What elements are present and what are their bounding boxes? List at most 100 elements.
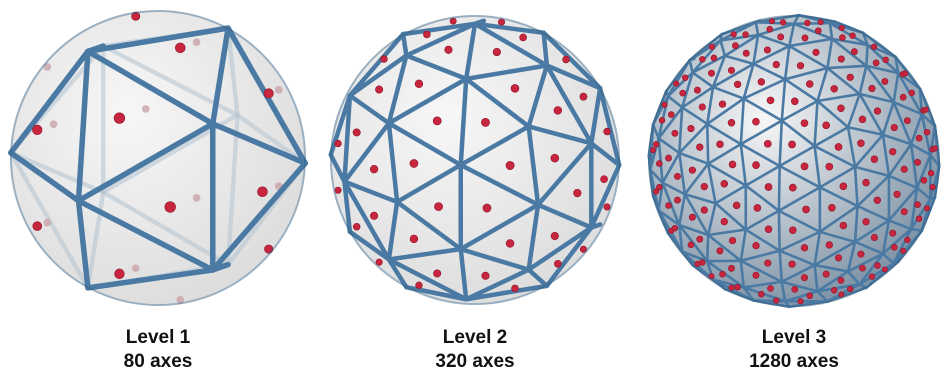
- axis-node: [915, 202, 921, 208]
- axis-node: [682, 75, 688, 81]
- axis-node: [767, 285, 773, 291]
- axis-node: [916, 135, 922, 141]
- axis-node: [353, 129, 360, 136]
- axis-node: [511, 84, 519, 92]
- axis-node: [701, 183, 708, 190]
- axis-node: [423, 31, 430, 38]
- axis-node: [604, 128, 611, 135]
- axis-node: [673, 81, 679, 87]
- level-label: Level 2: [320, 326, 630, 350]
- axis-node: [563, 56, 570, 63]
- axis-node: [930, 184, 936, 190]
- axis-node: [904, 237, 910, 243]
- axis-node: [653, 142, 659, 148]
- geodesic-sphere-level-1: [3, 0, 313, 320]
- axis-node: [835, 143, 842, 150]
- axis-node: [871, 44, 877, 50]
- axis-node: [375, 86, 382, 93]
- axis-node: [650, 147, 655, 152]
- axis-node: [874, 108, 881, 115]
- axis-node: [847, 74, 854, 81]
- axis-node: [574, 189, 582, 197]
- axis-node: [743, 50, 749, 56]
- axis-node: [689, 214, 695, 220]
- axis-node: [554, 107, 562, 115]
- sphere-panel-level-3: Level 3 1280 axes: [639, 0, 949, 377]
- axis-node: [823, 122, 830, 129]
- axis-node: [909, 90, 915, 96]
- axis-node: [792, 286, 798, 292]
- axis-node: [916, 216, 922, 222]
- axis-node: [767, 97, 774, 104]
- axis-node: [434, 203, 442, 211]
- axis-node: [410, 235, 418, 243]
- axis-node: [869, 85, 876, 92]
- strut: [794, 23, 830, 24]
- axis-node: [699, 56, 705, 62]
- axis-node: [728, 265, 734, 271]
- strut: [866, 45, 867, 66]
- axis-node: [831, 85, 838, 92]
- axis-node: [688, 242, 694, 248]
- axis-node: [729, 285, 735, 291]
- axis-node-back: [43, 219, 51, 227]
- axis-node: [890, 230, 896, 236]
- axis-node: [838, 56, 844, 62]
- axis-node: [445, 46, 453, 54]
- axis-node: [416, 282, 423, 289]
- axis-node: [735, 284, 741, 290]
- axis-node: [752, 162, 759, 169]
- axis-node: [889, 148, 896, 155]
- axis-node: [752, 118, 759, 125]
- axis-node: [826, 163, 833, 170]
- axis-node: [689, 167, 696, 174]
- axis-node: [506, 240, 514, 248]
- axis-node: [732, 43, 738, 49]
- axis-node: [381, 56, 388, 63]
- axis-node: [932, 146, 937, 151]
- axis-node: [883, 57, 889, 63]
- axis-node: [753, 242, 760, 249]
- axis-node: [580, 93, 587, 100]
- strut: [779, 211, 780, 251]
- axis-node: [482, 272, 489, 279]
- axis-node: [731, 32, 737, 38]
- axis-node: [801, 120, 808, 127]
- axis-node: [823, 271, 829, 277]
- axis-node: [882, 78, 888, 84]
- axis-node: [891, 244, 897, 250]
- axis-node: [863, 218, 870, 225]
- axis-node: [838, 277, 844, 283]
- axis-node: [840, 222, 847, 229]
- axis-node: [688, 125, 695, 132]
- axis-node: [668, 112, 674, 118]
- axis-node: [801, 274, 807, 280]
- axis-node: [601, 176, 608, 183]
- axis-node: [857, 140, 864, 147]
- axis-node: [801, 163, 808, 170]
- axis-node: [674, 173, 680, 179]
- axis-node: [729, 237, 736, 244]
- axis-node: [764, 47, 770, 53]
- axis-node: [257, 187, 267, 197]
- axis-node: [717, 141, 724, 148]
- axis-node: [773, 61, 780, 68]
- strut: [707, 124, 708, 164]
- axis-node: [789, 261, 796, 268]
- axis-node: [838, 105, 845, 112]
- axis-node: [764, 140, 771, 147]
- axis-node: [901, 166, 907, 172]
- axes-count-label: 320 axes: [320, 350, 630, 374]
- axis-node: [659, 117, 665, 123]
- axis-node: [835, 255, 842, 262]
- axis-node: [493, 48, 501, 56]
- axis-node: [894, 191, 901, 198]
- axis-node: [839, 35, 845, 41]
- axis-node: [788, 141, 795, 148]
- axis-node: [721, 180, 728, 187]
- axis-node-back: [132, 264, 140, 272]
- axis-node: [773, 298, 779, 304]
- level-label: Level 3: [639, 326, 949, 350]
- axis-node: [665, 155, 671, 161]
- axis-node: [921, 177, 927, 183]
